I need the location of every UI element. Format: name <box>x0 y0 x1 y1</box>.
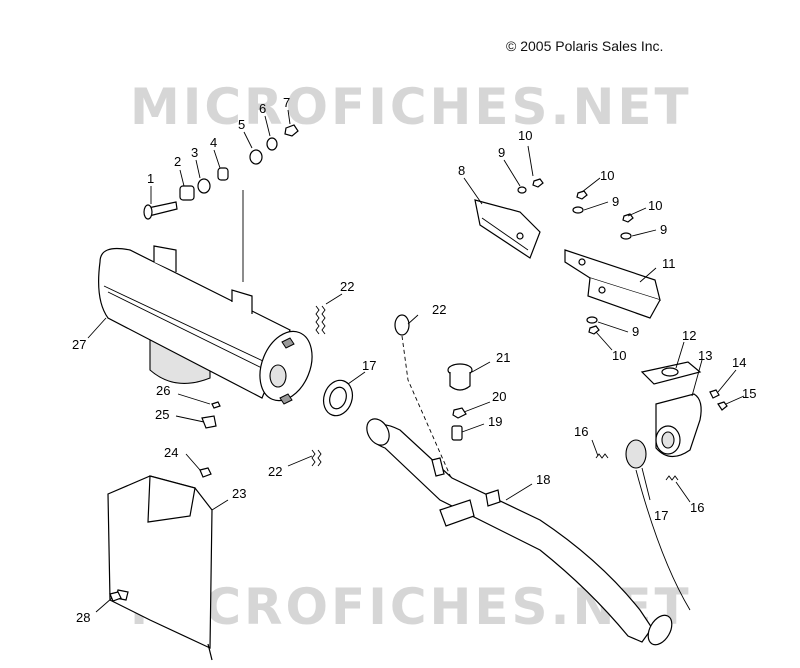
callout-10-c: 10 <box>648 198 662 213</box>
muffler <box>98 245 313 405</box>
callout-17-a: 17 <box>362 358 376 373</box>
callout-9-d: 9 <box>632 324 639 339</box>
callout-26: 26 <box>156 383 170 398</box>
callout-9-a: 9 <box>498 145 505 160</box>
gasket-left-inner <box>329 386 347 410</box>
exhaust-pipe <box>366 418 673 646</box>
callout-leaders <box>87 109 745 613</box>
lower-heat-shield <box>107 475 213 661</box>
callout-16-b: 16 <box>690 500 704 515</box>
callout-16-a: 16 <box>574 424 588 439</box>
callout-28: 28 <box>76 610 90 625</box>
callout-8: 8 <box>458 163 465 178</box>
callout-19: 19 <box>488 414 502 429</box>
header-pipe <box>595 361 728 481</box>
small-fasteners <box>109 401 221 602</box>
callout-10-a: 10 <box>518 128 532 143</box>
spring-leader <box>401 335 461 499</box>
callout-4: 4 <box>210 135 217 150</box>
callout-10-b: 10 <box>600 168 614 183</box>
callout-12: 12 <box>682 328 696 343</box>
watermark-top: MICROFICHES.NET <box>130 78 692 136</box>
callout-10-d: 10 <box>612 348 626 363</box>
callout-2: 2 <box>174 154 181 169</box>
callout-1: 1 <box>147 171 154 186</box>
callout-9-b: 9 <box>612 194 619 209</box>
callout-20: 20 <box>492 389 506 404</box>
copyright-notice: © 2005 Polaris Sales Inc. <box>506 38 664 54</box>
callout-14: 14 <box>732 355 746 370</box>
callout-22-c: 22 <box>268 464 282 479</box>
callout-21: 21 <box>496 350 510 365</box>
callout-23: 23 <box>232 486 246 501</box>
callout-25: 25 <box>155 407 169 422</box>
callout-18: 18 <box>536 472 550 487</box>
callout-22-b: 22 <box>432 302 446 317</box>
callout-15: 15 <box>742 386 756 401</box>
pipe-alignment-line <box>635 469 691 611</box>
callout-24: 24 <box>164 445 178 460</box>
springs <box>311 305 410 467</box>
callout-labels: 1 2 3 4 5 6 7 8 9 9 9 9 10 10 10 10 11 1… <box>72 95 756 625</box>
mount-hardware <box>143 124 299 220</box>
callout-17-b: 17 <box>654 508 668 523</box>
callout-3: 3 <box>191 145 198 160</box>
heat-shield-bracket <box>474 199 541 259</box>
callout-13: 13 <box>698 348 712 363</box>
callout-27: 27 <box>72 337 86 352</box>
washers-and-nuts <box>517 178 634 335</box>
callout-6: 6 <box>259 101 266 116</box>
callout-5: 5 <box>238 117 245 132</box>
callout-7: 7 <box>283 95 290 110</box>
callout-22-a: 22 <box>340 279 354 294</box>
callout-11: 11 <box>662 256 676 271</box>
callout-9-c: 9 <box>660 222 667 237</box>
support-bracket <box>564 249 661 319</box>
grommet-and-fasteners <box>447 363 473 441</box>
